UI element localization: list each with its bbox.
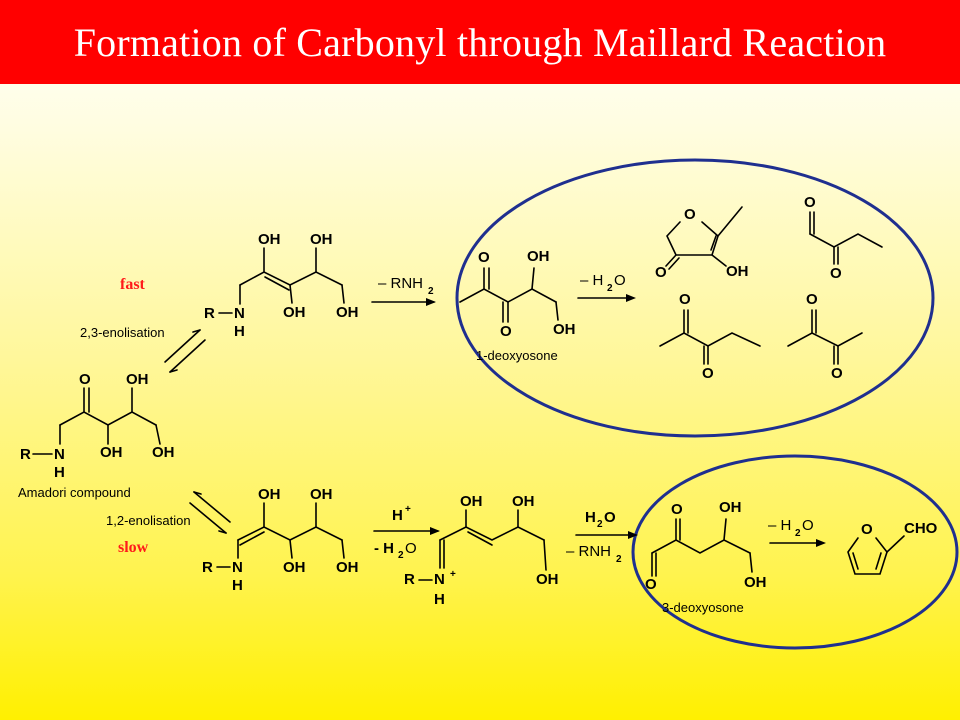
reagent-minus-h2o: – H xyxy=(580,272,603,289)
label-enolisation-12: 1,2-enolisation xyxy=(106,513,191,528)
atom-cho: CHO xyxy=(904,520,938,537)
label-1-deoxyosone: 1-deoxyosone xyxy=(476,348,558,363)
atom-h: H xyxy=(234,323,245,340)
atom-r: R xyxy=(404,571,415,588)
charge-plus: + xyxy=(450,569,456,580)
atom-o: O xyxy=(614,272,626,289)
product-furfural: O CHO xyxy=(847,520,938,575)
atom-o: O xyxy=(405,540,417,557)
atom-o: O xyxy=(604,509,616,526)
charge-plus: + xyxy=(405,504,411,515)
atom-oh: OH xyxy=(460,493,483,510)
product-dicarbonyl-a: O O xyxy=(804,194,883,282)
amadori-compound: O OH OH OH R N H Amadori compound xyxy=(18,371,175,500)
atom-oh: OH xyxy=(126,371,149,388)
atom-h: H xyxy=(54,464,65,481)
atom-h: H xyxy=(434,591,445,608)
product-group-ellipse-bottom xyxy=(631,454,959,650)
label-amadori-compound: Amadori compound xyxy=(18,485,131,500)
subscript-2: 2 xyxy=(795,528,801,539)
atom-o: O xyxy=(830,265,842,282)
product-dicarbonyl-b: O O xyxy=(659,291,761,382)
atom-oh: OH xyxy=(258,231,281,248)
product-furanone: O O OH xyxy=(655,206,749,281)
atom-oh: OH xyxy=(100,444,123,461)
subscript-2: 2 xyxy=(607,283,613,294)
atom-o: O xyxy=(861,521,873,538)
atom-oh: OH xyxy=(719,499,742,516)
atom-oh: OH xyxy=(336,304,359,321)
atom-oh: OH xyxy=(744,574,767,591)
subscript-2: 2 xyxy=(428,286,434,297)
atom-oh: OH xyxy=(336,559,359,576)
reagent-minus-h2o-alt: - H xyxy=(374,540,394,557)
reagent-minus-rnh2: – RNH xyxy=(378,275,423,292)
arrow-protonation: H + - H 2 O xyxy=(373,504,440,561)
label-3-deoxyosone: 3-deoxyosone xyxy=(662,600,744,615)
atom-o: O xyxy=(806,291,818,308)
equilibrium-arrow-12 xyxy=(189,491,231,534)
arrow-hydrolysis: H 2 O – RNH 2 xyxy=(566,509,638,565)
atom-r: R xyxy=(204,305,215,322)
atom-o: O xyxy=(645,576,657,593)
atom-o: O xyxy=(831,365,843,382)
atom-o: O xyxy=(500,323,512,340)
atom-n: N xyxy=(232,559,243,576)
atom-r: R xyxy=(20,446,31,463)
atom-oh: OH xyxy=(310,231,333,248)
atom-oh: OH xyxy=(512,493,535,510)
arrow-minus-rnh2: – RNH 2 xyxy=(371,275,436,306)
enediol-23: OH OH OH OH R N H xyxy=(204,231,359,340)
atom-oh: OH xyxy=(310,486,333,503)
atom-oh: OH xyxy=(283,304,306,321)
atom-o: O xyxy=(478,249,490,266)
atom-o: O xyxy=(79,371,91,388)
atom-o: O xyxy=(671,501,683,518)
atom-o: O xyxy=(655,264,667,281)
atom-o: O xyxy=(684,206,696,223)
atom-o: O xyxy=(679,291,691,308)
arrow-minus-h2o-bottom: – H 2 O xyxy=(768,517,826,547)
atom-o: O xyxy=(802,517,814,534)
product-group-ellipse-top xyxy=(455,158,935,438)
subscript-2: 2 xyxy=(398,550,404,561)
atom-n: N xyxy=(54,446,65,463)
atom-oh: OH xyxy=(527,248,550,265)
atom-o: O xyxy=(804,194,816,211)
title-bar: Formation of Carbonyl through Maillard R… xyxy=(0,0,960,84)
atom-oh: OH xyxy=(283,559,306,576)
atom-r: R xyxy=(202,559,213,576)
equilibrium-arrow-23 xyxy=(164,329,206,373)
reagent-h-plus: H xyxy=(392,507,403,524)
atom-n: N xyxy=(434,571,445,588)
reagent-minus-h2o: – H xyxy=(768,517,791,534)
product-dicarbonyl-c: O O xyxy=(787,291,863,382)
deoxyosone-1: O OH O OH 1-deoxyosone xyxy=(459,248,576,363)
deoxyosone-3: O OH O OH 3-deoxyosone xyxy=(645,499,767,615)
atom-n: N xyxy=(234,305,245,322)
atom-oh: OH xyxy=(726,263,749,280)
iminium-intermediate: OH OH OH R N + H xyxy=(404,493,559,608)
atom-oh: OH xyxy=(553,321,576,338)
subscript-2: 2 xyxy=(597,519,603,530)
arrow-minus-h2o-top: – H 2 O xyxy=(577,272,636,302)
reagent-h2o: H xyxy=(585,509,596,526)
atom-h: H xyxy=(232,577,243,594)
rate-fast: fast xyxy=(120,276,146,293)
atom-oh: OH xyxy=(536,571,559,588)
atom-o: O xyxy=(702,365,714,382)
subscript-2: 2 xyxy=(616,554,622,565)
label-enolisation-23: 2,3-enolisation xyxy=(80,325,165,340)
page-title: Formation of Carbonyl through Maillard R… xyxy=(73,19,887,65)
atom-oh: OH xyxy=(258,486,281,503)
rate-slow: slow xyxy=(118,539,149,556)
atom-oh: OH xyxy=(152,444,175,461)
reagent-minus-rnh2: – RNH xyxy=(566,543,611,560)
enaminol-12: OH OH OH OH R N H xyxy=(202,486,359,594)
